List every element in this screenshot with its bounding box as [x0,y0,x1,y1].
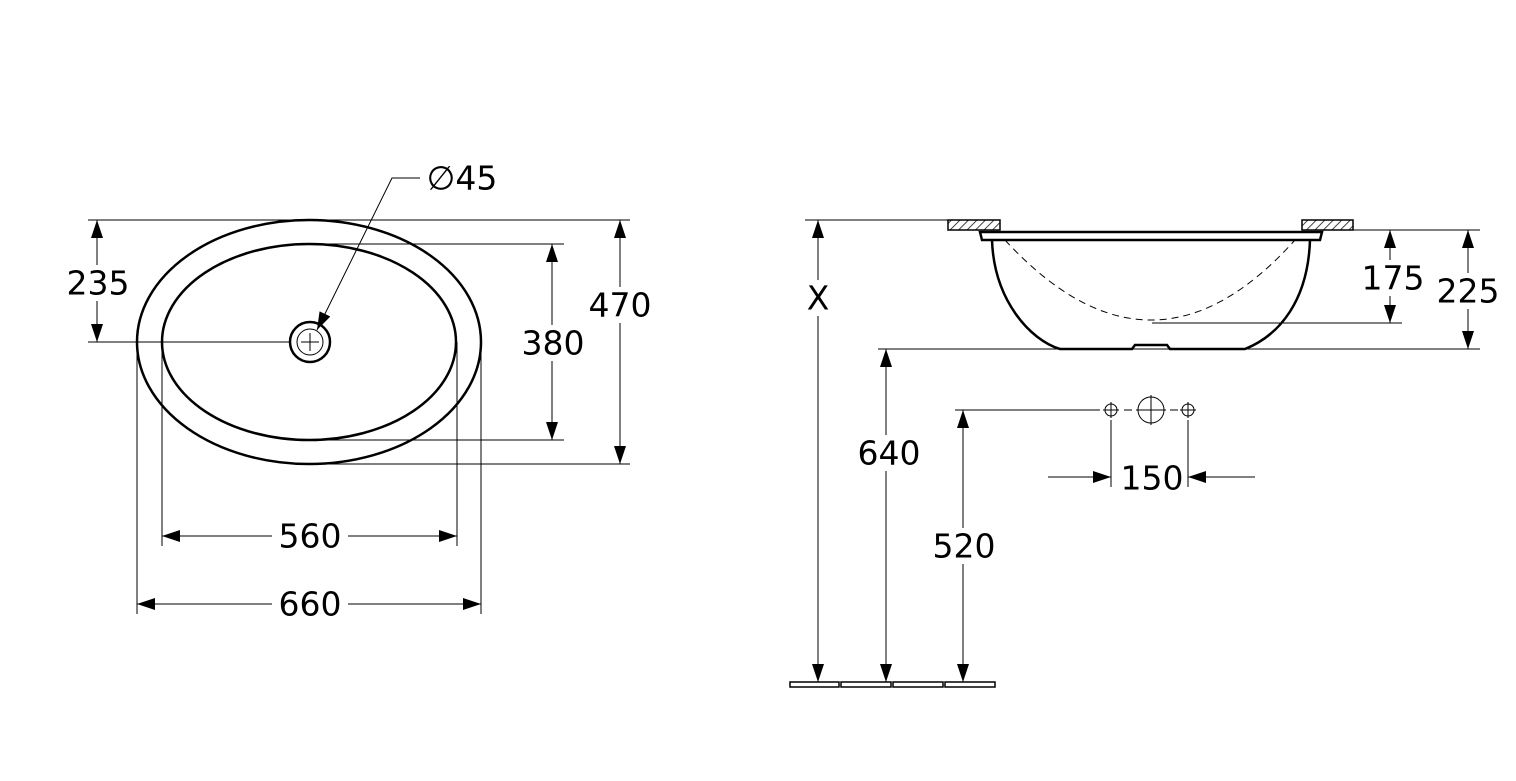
top-view: 235 470 380 560 660 ∅45 [62,159,652,624]
dim-225: 225 [1437,272,1500,311]
side-view: X 175 225 640 520 150 [789,219,1500,688]
dim-175: 175 [1362,259,1425,298]
bowl-inner-dashed [1004,239,1296,321]
tap-hole-left-icon [1103,402,1119,418]
dim-drain-diameter: ∅45 [427,159,498,198]
dim-235: 235 [67,264,130,303]
drain-leader [316,177,420,331]
countertop-right [1301,219,1354,231]
countertop-left [947,219,1001,231]
dim-380: 380 [522,324,585,363]
drain-icon [288,320,332,364]
dim-x: X [807,279,830,318]
tap-hole-center-icon [1124,395,1178,425]
dim-640: 640 [858,434,921,473]
basin-rim [978,230,1324,242]
basin-body [990,239,1312,351]
dim-470: 470 [589,286,652,325]
dim-660: 660 [279,585,342,624]
tap-hole-right-icon [1180,402,1196,418]
dim-520: 520 [933,527,996,566]
dim-150: 150 [1121,459,1184,498]
floor [789,681,996,688]
dim-560: 560 [279,517,342,556]
